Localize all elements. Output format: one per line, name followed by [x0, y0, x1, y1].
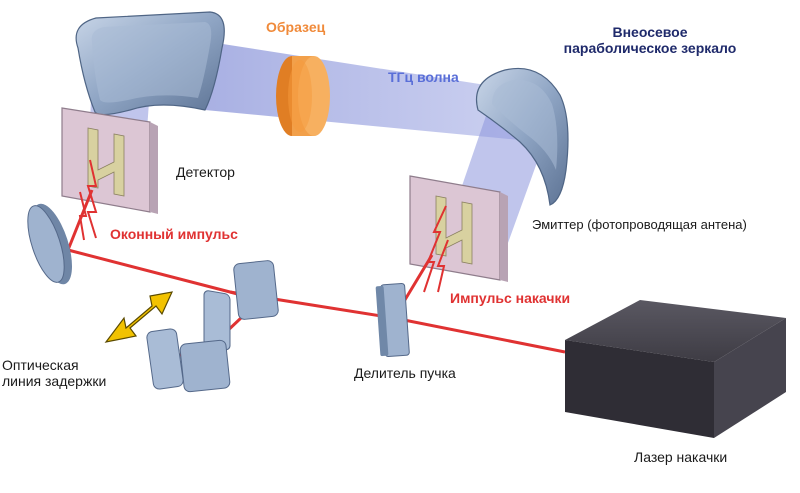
thz-wave-label: ТГц волна [388, 69, 459, 85]
detector-label: Детектор [176, 164, 235, 180]
delay-line-mirrors [146, 260, 279, 393]
gate-spark [78, 159, 98, 241]
mirror-label-line1: Внеосевое [612, 24, 688, 40]
mirror-label-line2: параболическое зеркало [563, 40, 737, 57]
right-parabolic-mirror [476, 67, 569, 206]
left-parabolic-mirror [75, 11, 225, 116]
beam-splitter-plate [375, 282, 410, 358]
pump-laser-box [565, 300, 786, 438]
pump-laser-label: Лазер накачки [634, 449, 728, 465]
pump-pulse-label: Импульс накачки [450, 290, 571, 306]
delay-line-label-line1: Оптическая [2, 357, 79, 373]
delay-double-arrow [104, 291, 174, 343]
emitter-antenna [409, 175, 508, 282]
delay-line-label: Оптическая линия задержки [2, 357, 106, 389]
mirror-label: Внеосевое параболическое зеркало [540, 24, 760, 56]
sample-disc [276, 56, 330, 136]
pump-spark [423, 205, 449, 293]
detector-antenna [61, 107, 158, 214]
beam-splitter-label: Делитель пучка [354, 365, 456, 381]
round-mirror [27, 203, 73, 285]
emitter-label: Эмиттер (фотопроводящая антена) [532, 217, 747, 232]
delay-line-label-line2: линия задержки [2, 373, 107, 390]
sample-label: Образец [266, 19, 326, 35]
gate-pulse-label: Оконный импульс [110, 226, 238, 242]
